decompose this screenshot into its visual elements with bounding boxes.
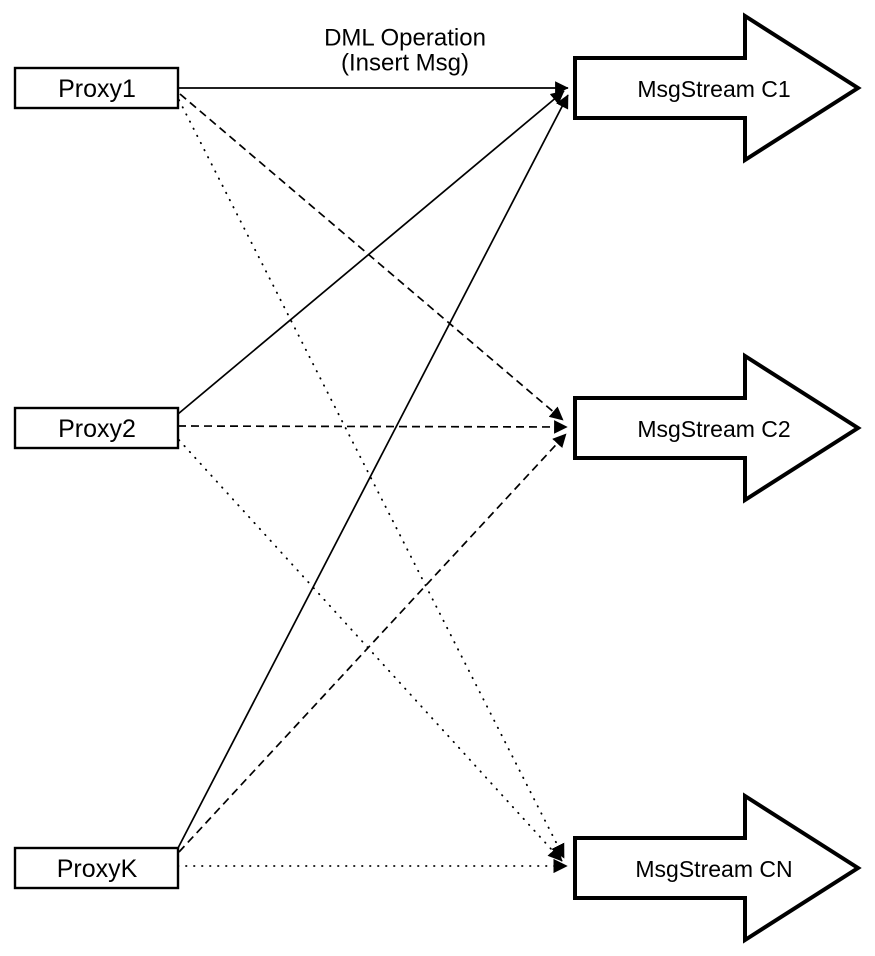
edge-proxy1-to-cn <box>178 99 565 859</box>
msgstream-cn-label: MsgStream CN <box>635 856 792 882</box>
msgstream-c1-label: MsgStream C1 <box>637 76 790 102</box>
proxy1-node: Proxy1 <box>13 66 180 110</box>
msgstream-c2-node: MsgStream C2 <box>573 352 862 504</box>
proxy2-label: Proxy2 <box>58 415 136 443</box>
msgstream-c1-node: MsgStream C1 <box>573 12 862 164</box>
msgstream-c2-arrow-shape <box>573 352 862 504</box>
proxy1-label: Proxy1 <box>58 75 136 103</box>
proxy2-box <box>13 406 180 450</box>
proxyk-label: ProxyK <box>57 855 138 883</box>
edge-proxyk-to-c1 <box>176 94 569 851</box>
annotation-line1: DML Operation <box>324 25 486 52</box>
edge-proxy2-to-c1 <box>177 90 565 415</box>
proxyk-box <box>13 846 180 890</box>
edge-proxy2-to-cn <box>178 439 563 862</box>
edge-proxy2-to-c2 <box>177 420 568 434</box>
msgstream-cn-arrow-shape <box>573 792 862 944</box>
msgstream-c2-label: MsgStream C2 <box>637 416 790 442</box>
edge-annotation: DML Operation (Insert Msg) <box>324 25 486 77</box>
edge-proxyk-to-c2 <box>178 433 567 853</box>
annotation-line2: (Insert Msg) <box>341 50 469 77</box>
msgstream-c1-arrow-shape <box>573 12 862 164</box>
edges-group <box>176 81 569 874</box>
proxy1-box <box>13 66 180 110</box>
proxyk-node: ProxyK <box>13 846 180 890</box>
msgstream-cn-node: MsgStream CN <box>573 792 862 944</box>
proxy2-node: Proxy2 <box>13 406 180 450</box>
edge-proxy1-to-c2 <box>179 93 564 421</box>
